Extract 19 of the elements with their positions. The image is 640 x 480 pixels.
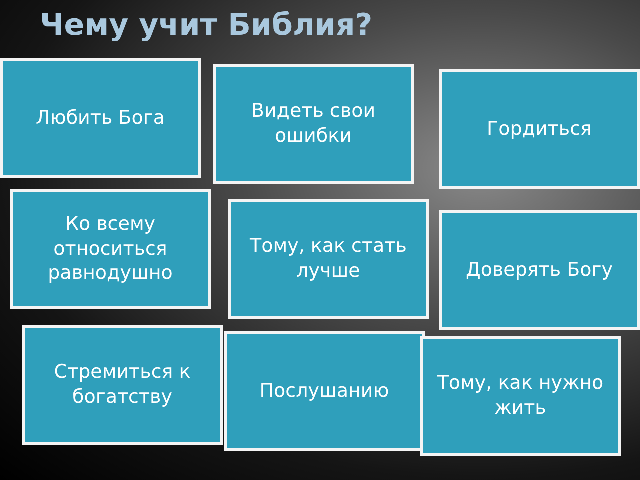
card-text: Послушанию xyxy=(260,378,390,404)
answer-card xyxy=(439,210,640,330)
card-text: Стремиться к богатству xyxy=(53,360,192,410)
card-text: Гордиться xyxy=(487,116,592,142)
slide-title: Чему учит Библия? xyxy=(40,8,373,43)
card-text: Любить Бога xyxy=(36,106,165,130)
answer-card xyxy=(213,64,414,184)
card-text: Ко всему относиться равнодушно xyxy=(47,212,174,286)
answer-card xyxy=(439,69,640,189)
card-text: Видеть свои ошибки xyxy=(250,99,377,149)
answer-card xyxy=(224,331,425,451)
answer-card xyxy=(228,199,429,319)
answer-card xyxy=(10,189,211,309)
card-text: Доверять Богу xyxy=(466,258,614,282)
answer-card xyxy=(22,325,223,445)
answer-card xyxy=(420,336,621,456)
card-text: Тому, как стать лучше xyxy=(249,234,408,284)
answer-card xyxy=(0,58,201,178)
card-text: Тому, как нужно жить xyxy=(436,371,605,421)
